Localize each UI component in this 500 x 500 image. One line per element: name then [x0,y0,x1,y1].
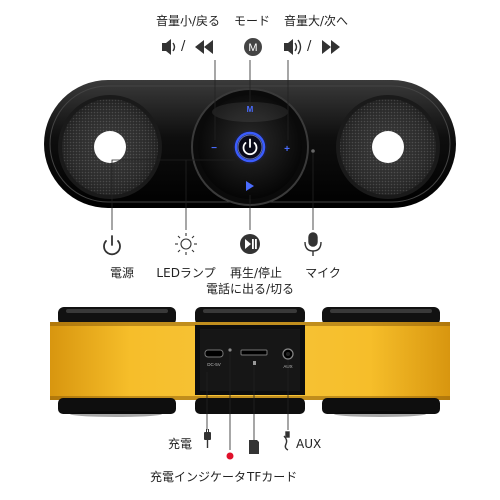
dc-port-print: DC-5V [207,362,221,367]
volume-up-button[interactable]: + [284,144,290,155]
vol-up-next-label: 音量大/次へ [283,14,349,28]
charge-indicator-dot [226,452,234,460]
vol-up-next-icons [284,39,340,55]
left-speaker-center [94,131,126,163]
aux-cable-icon [283,431,290,451]
fast-forward-icon [322,40,340,54]
volume-down-button[interactable]: − [211,143,217,154]
call-label: 電話に出る/切る [205,282,295,296]
vol-down-prev-label: 音量小/戻る [155,14,221,28]
tf-card-label: TFカード [247,470,298,484]
mode-label: モード [233,14,271,28]
play-pause-label: 再生/停止 [229,266,283,280]
aux-label: AUX [296,437,322,451]
mid-callout-lines [111,153,314,230]
speaker-rear-view: DC-5V AUX [50,307,450,417]
rear-callout-lines [206,353,289,450]
speaker-high-icon [284,39,302,55]
charge-label: 充電 [168,437,193,451]
slash-separator-2: / [307,39,312,54]
mic-hole [311,149,315,153]
tf-card-icon [249,440,259,454]
right-speaker-center [372,131,404,163]
microphone-icon [304,232,322,256]
power-icon [242,138,258,156]
vol-down-prev-icons [162,39,213,55]
mode-circle-icon: M [244,38,262,56]
charge-indicator-led [228,348,232,352]
led-lamp-icon [175,233,197,255]
charge-plug-icon [204,429,211,448]
mic-label: マイク [305,266,341,280]
charge-indicator-label: 充電インジケータ [150,470,247,484]
led-lamp-label: LEDランプ [156,266,216,280]
top-callout-lines [214,60,289,140]
mode-letter: M [248,42,257,54]
play-pause-button[interactable] [246,181,254,191]
rewind-icon [195,40,213,54]
tf-card-slot[interactable] [240,349,268,356]
dc-port[interactable] [204,349,224,358]
power-label: 電源 [109,266,135,280]
mode-button[interactable]: M [247,105,254,114]
speaker-low-icon [162,39,176,55]
play-pause-icon [240,234,260,254]
power-label-icon [103,235,121,256]
slash-separator: / [181,39,186,54]
